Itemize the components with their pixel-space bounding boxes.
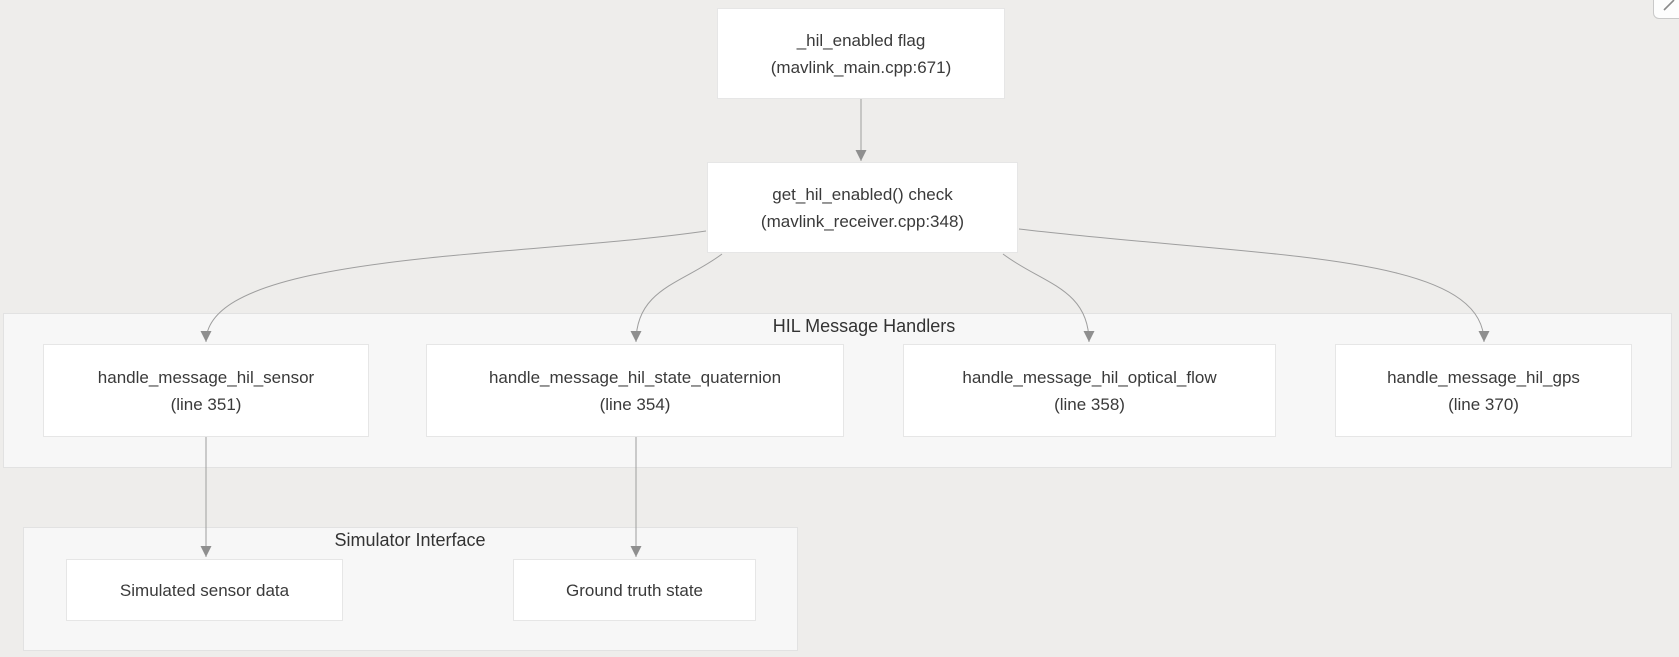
cluster-simulator-interface-label: Simulator Interface	[334, 530, 486, 550]
node-simulated-sensor-data: Simulated sensor data	[66, 559, 343, 621]
cluster-hil-message-handlers-label: HIL Message Handlers	[772, 316, 956, 336]
expand-button[interactable]	[1653, 0, 1679, 19]
node-hil-enabled-flag-title: _hil_enabled flag	[796, 30, 926, 50]
node-handle-message-hil-gps-title: handle_message_hil_gps	[1387, 367, 1580, 387]
node-handle-message-hil-gps-subtitle: (line 370)	[1448, 394, 1519, 414]
node-handle-message-hil-sensor-subtitle: (line 351)	[170, 394, 242, 414]
node-handle-message-hil-sensor: handle_message_hil_sensor (line 351)	[43, 344, 369, 437]
node-handle-message-hil-gps: handle_message_hil_gps (line 370)	[1335, 344, 1632, 437]
node-ground-truth-state-title: Ground truth state	[565, 580, 704, 600]
node-simulated-sensor-data-title: Simulated sensor data	[119, 580, 290, 600]
edge-check-to-gps	[1018, 228, 1490, 343]
edge-check-to-opticalflow	[1002, 253, 1095, 343]
edge-check-to-sensor	[200, 230, 707, 343]
node-ground-truth-state: Ground truth state	[513, 559, 756, 621]
node-handle-message-hil-optical-flow: handle_message_hil_optical_flow (line 35…	[903, 344, 1276, 437]
node-get-hil-enabled-check-subtitle: (mavlink_receiver.cpp:348)	[760, 211, 965, 231]
node-handle-message-hil-state-quaternion-title: handle_message_hil_state_quaternion	[488, 367, 782, 387]
node-hil-enabled-flag: _hil_enabled flag (mavlink_main.cpp:671)	[717, 8, 1005, 99]
diagonal-arrow-icon	[1663, 0, 1675, 11]
node-handle-message-hil-optical-flow-title: handle_message_hil_optical_flow	[962, 367, 1217, 387]
edge-check-to-statequaternion	[630, 253, 723, 343]
node-handle-message-hil-sensor-title: handle_message_hil_sensor	[97, 367, 315, 387]
node-handle-message-hil-state-quaternion: handle_message_hil_state_quaternion (lin…	[426, 344, 844, 437]
node-handle-message-hil-optical-flow-subtitle: (line 358)	[1054, 394, 1125, 414]
node-get-hil-enabled-check-title: get_hil_enabled() check	[772, 184, 953, 204]
node-handle-message-hil-state-quaternion-subtitle: (line 354)	[599, 394, 671, 414]
node-get-hil-enabled-check: get_hil_enabled() check (mavlink_receive…	[707, 162, 1018, 253]
node-hil-enabled-flag-subtitle: (mavlink_main.cpp:671)	[770, 57, 952, 77]
